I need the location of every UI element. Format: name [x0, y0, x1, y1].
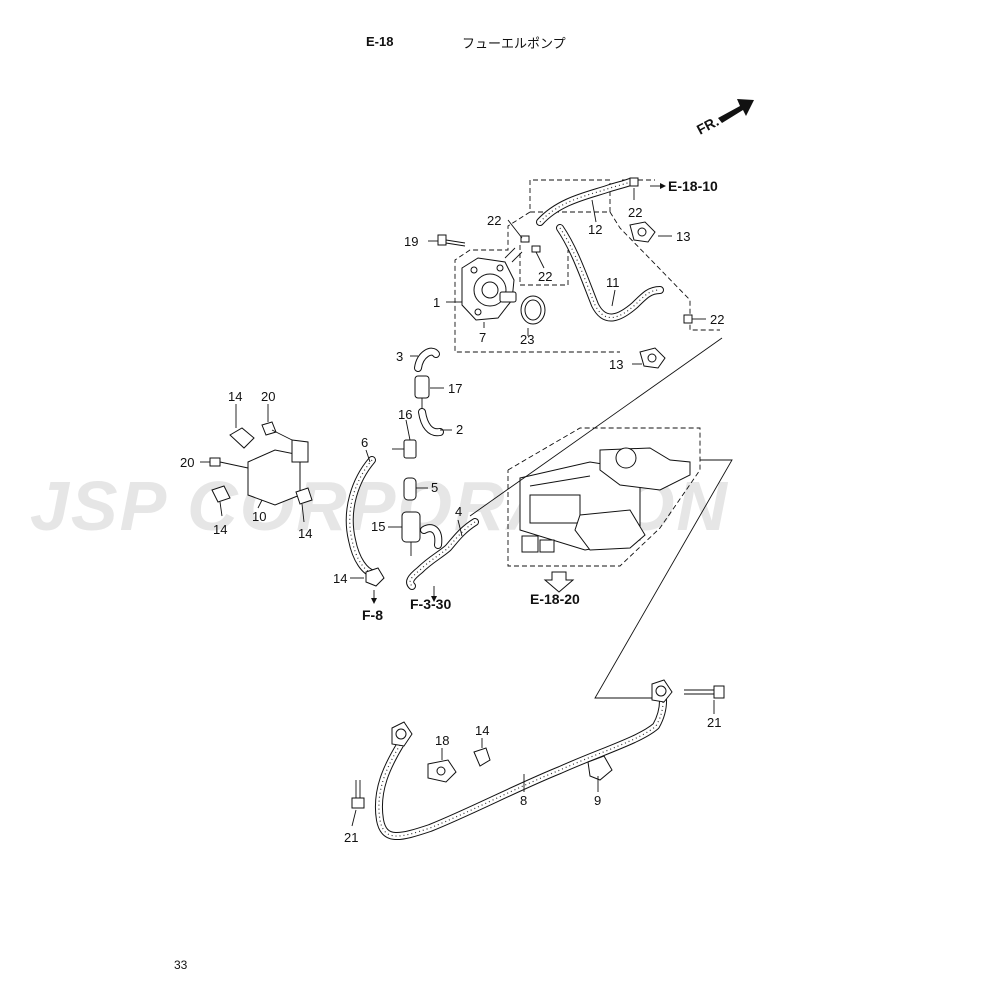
leader-line-lower: [594, 459, 733, 699]
callout-10: 10: [252, 509, 266, 524]
callout-7: 7: [479, 330, 486, 345]
front-label: FR.: [694, 113, 721, 138]
callout-13-upper: 13: [676, 229, 690, 244]
ref-f-8: F-8: [362, 607, 383, 623]
bolt-21-left: [351, 780, 365, 809]
cross-reference-labels: E-18-10 E-18-20 F-8 F-3-30: [362, 178, 718, 623]
callout-1: 1: [433, 295, 440, 310]
fuel-pump-group-outline: [454, 179, 720, 353]
bracket-assembly-10: [209, 421, 313, 506]
callout-11: 11: [606, 275, 620, 290]
fuel-pump-assembly: [461, 247, 523, 321]
clamp-9: [587, 755, 613, 781]
page-number: 33: [174, 958, 188, 972]
callout-22-right: 22: [710, 312, 724, 327]
hose-clamp-13-lower: [639, 347, 666, 369]
callout-21-left: 21: [344, 830, 358, 845]
clip-22-b: [531, 245, 541, 253]
callout-20-left: 20: [180, 455, 194, 470]
diagram-title: フューエルポンプ: [462, 37, 566, 52]
callout-16: 16: [398, 407, 412, 422]
front-direction-arrow: FR.: [694, 99, 754, 138]
callout-6: 6: [361, 435, 368, 450]
callout-17: 17: [448, 381, 462, 396]
callout-22-mid: 22: [538, 269, 552, 284]
clip-22-c: [629, 177, 639, 187]
callout-3: 3: [396, 349, 403, 364]
callout-15: 15: [371, 519, 385, 534]
callout-14-bracket-top: 14: [228, 389, 242, 404]
callout-19: 19: [404, 234, 418, 249]
callout-9: 9: [594, 793, 601, 808]
clip-14-lower: [473, 747, 491, 767]
callout-20-top: 20: [261, 389, 275, 404]
ref-e-18-10: E-18-10: [668, 178, 718, 194]
callout-5: 5: [431, 480, 438, 495]
vapor-separator-assembly: [507, 427, 701, 593]
callout-2: 2: [456, 422, 463, 437]
callout-14-bracket-left: 14: [213, 522, 227, 537]
callout-12: 12: [588, 222, 602, 237]
callout-4: 4: [455, 504, 462, 519]
diagram-code: E-18: [366, 34, 394, 49]
callout-22-top-right: 22: [628, 205, 642, 220]
fuel-line-middle: [345, 347, 479, 604]
bolt-19: [437, 234, 466, 247]
hose-clamp-13-upper: [629, 221, 656, 243]
clip-22-a: [520, 235, 530, 243]
clip-22-d: [683, 314, 693, 324]
callout-14-lower: 14: [475, 723, 489, 738]
ref-f-3-30: F-3-30: [410, 596, 451, 612]
callout-23: 23: [520, 332, 534, 347]
callout-14-bracket-right: 14: [298, 526, 312, 541]
clamp-18: [427, 759, 457, 783]
callout-21-right: 21: [707, 715, 721, 730]
fuel-hose-11-12: [536, 178, 664, 322]
callout-22-upper-left: 22: [487, 213, 501, 228]
callout-14-hose: 14: [333, 571, 347, 586]
fuel-hose-8: [375, 679, 673, 841]
callout-13-lower: 13: [609, 357, 623, 372]
part-number-callouts: 1 2 3 4 5 6 7 8 9 10 11 12 13 13 14 14 1…: [180, 205, 724, 845]
callout-18: 18: [435, 733, 449, 748]
callout-leaders: [200, 183, 715, 827]
ref-e-18-20: E-18-20: [530, 591, 580, 607]
leader-line-upper: [469, 337, 723, 517]
callout-8: 8: [520, 793, 527, 808]
bolt-21-right: [684, 685, 725, 699]
